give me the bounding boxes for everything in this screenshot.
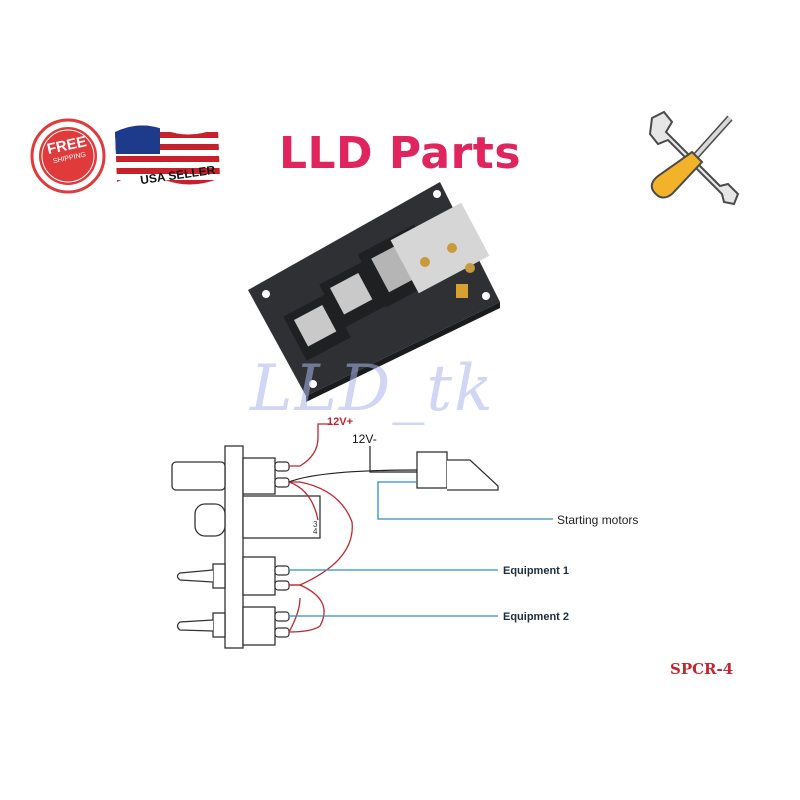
negative-wires xyxy=(288,446,418,483)
model-code: SPCR-4 xyxy=(670,660,734,678)
panel-outline xyxy=(171,445,499,649)
watermark-text: LLD_tk xyxy=(250,352,495,426)
terminal-block xyxy=(390,202,490,298)
negative-supply-label: 12V- xyxy=(352,432,377,446)
output-label-equipment-1: Equipment 1 xyxy=(503,565,570,577)
svg-text:4: 4 xyxy=(313,527,318,536)
toggle-switch-body xyxy=(283,293,351,361)
positive-supply-label: 12V+ xyxy=(327,416,353,428)
page-title: LLD Parts xyxy=(278,128,522,179)
positive-wires xyxy=(288,423,353,633)
output-wires xyxy=(289,481,553,617)
output-label-starting-motors: Starting motors xyxy=(557,513,639,527)
toggle-switch-body xyxy=(319,261,387,329)
start-button-body xyxy=(357,224,443,308)
terminals xyxy=(274,461,290,638)
svg-text:3: 3 xyxy=(313,520,318,529)
output-label-equipment-2: Equipment 2 xyxy=(503,611,570,623)
